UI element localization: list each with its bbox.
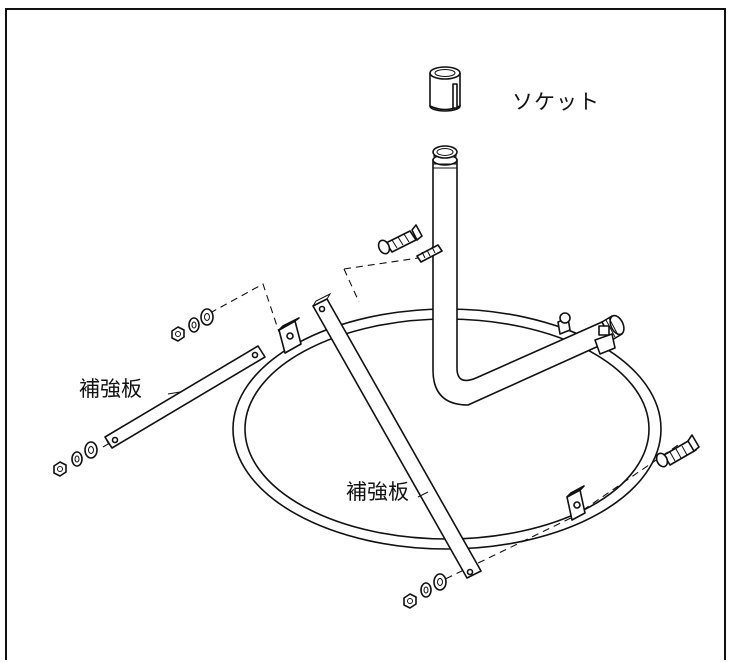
reinforcement-plate-left-part [104, 345, 266, 449]
reinforcement-plate-left-label: 補強板 [79, 377, 142, 401]
pole [432, 145, 613, 406]
socket-part [429, 66, 461, 112]
leader-line-left [167, 391, 181, 395]
stud-bolt [416, 244, 443, 263]
bolt-top [377, 224, 423, 255]
ring-bracket-left [278, 317, 302, 354]
arm-threaded-end [601, 314, 625, 341]
socket-label: ソケット [512, 90, 600, 114]
drawing-frame [5, 8, 726, 660]
nut-washer-set-left [53, 441, 98, 477]
reinforcement-plate-center-part [312, 292, 482, 579]
nut-washer-set-bottom [403, 573, 447, 609]
nut-washer-set-upper [171, 308, 214, 342]
ring-bracket-right [566, 485, 586, 521]
bolt-right [655, 434, 700, 468]
arm-bracket [557, 312, 616, 355]
leader-line-center [417, 491, 429, 498]
reinforcement-plate-center-label: 補強板 [345, 480, 410, 504]
